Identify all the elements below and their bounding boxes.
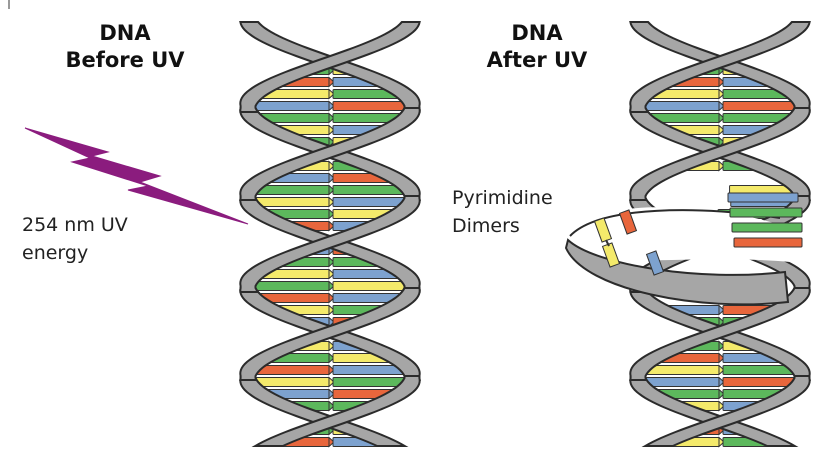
pyrimidine-dimers-label-line1: Pyrimidine [452,184,553,212]
before-base [250,102,329,111]
dna-helix-after-uv [566,22,810,447]
dna-helix-before-uv [240,22,419,447]
after-uv-title-line1: DNA [472,20,602,47]
after-base [723,102,800,111]
after-base [641,378,719,387]
before-base [251,198,329,207]
after-uv-title-line2: After UV [472,47,602,74]
pyrimidine-dimers-label-line2: Dimers [452,212,553,240]
before-base [250,282,329,291]
before-base [333,282,410,291]
after-uv-title: DNA After UV [472,20,602,74]
pyrimidine-dimers-label: Pyrimidine Dimers [452,184,553,240]
uv-energy-label-line1: 254 nm UV [22,211,128,239]
before-base [333,102,410,111]
unpaired-base [728,193,798,202]
unpaired-base [732,223,802,232]
before-uv-title: DNA Before UV [60,20,190,74]
unpaired-base [734,238,802,247]
before-base [251,378,329,387]
uv-energy-label: 254 nm UV energy [22,211,128,267]
before-uv-title-line1: DNA [60,20,190,47]
before-uv-title-line2: Before UV [60,47,190,74]
unpaired-base [730,208,802,217]
uv-energy-label-line2: energy [22,239,128,267]
uv-lightning-icon [25,128,248,224]
after-base [640,102,719,111]
